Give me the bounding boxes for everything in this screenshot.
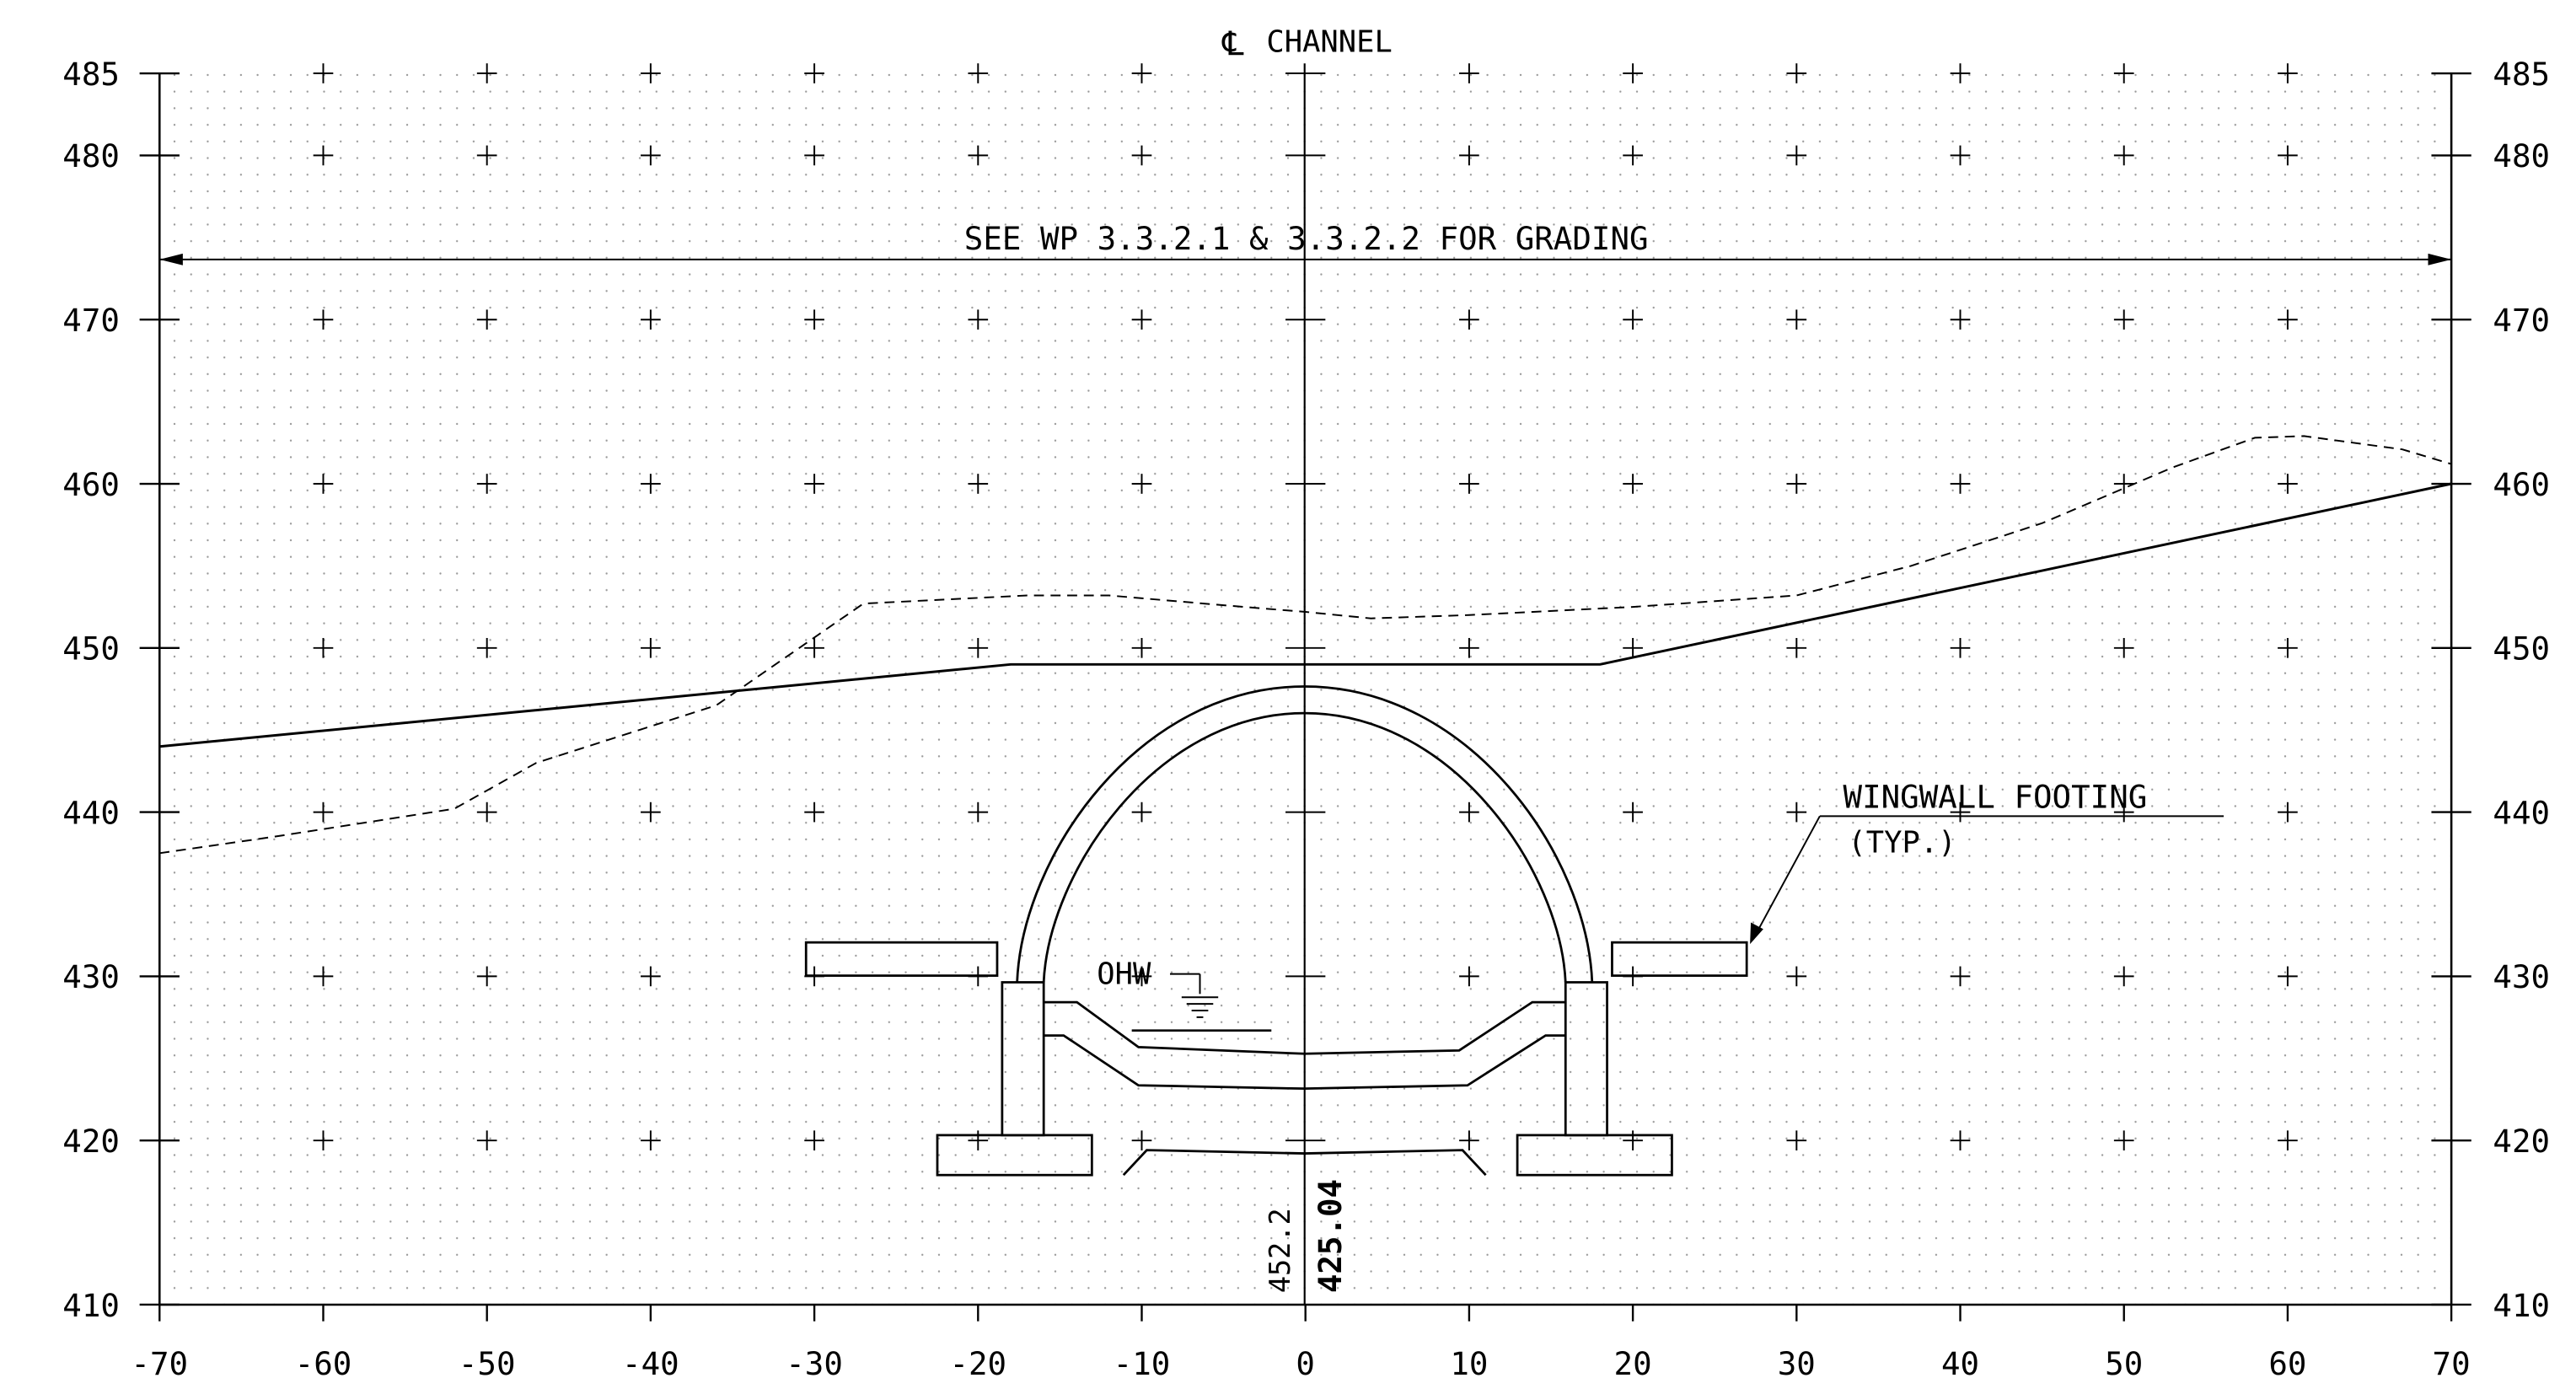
channel-invert-top	[1044, 1000, 1566, 1055]
arch-inner	[1042, 711, 1567, 983]
x-tick-label: 60	[2268, 1345, 2306, 1378]
x-tick-label: 20	[1614, 1345, 1652, 1378]
y-tick-label: 420	[2493, 1123, 2550, 1160]
channel-invert-bottom	[1044, 1034, 1566, 1091]
existing-elevation-label: 452.2	[1264, 1208, 1296, 1293]
y-tick-label: 470	[62, 302, 120, 339]
arrow-right-icon	[2428, 253, 2452, 265]
x-tick-label: -20	[949, 1345, 1006, 1378]
y-axis-labels-right: 485 480 470 460 450 440 430 420 410	[2493, 56, 2550, 1324]
centerline-label: CHANNEL	[1266, 24, 1392, 59]
x-tick-label: 70	[2433, 1345, 2471, 1378]
x-tick-label: 40	[1941, 1345, 1979, 1378]
base-slab	[1122, 1149, 1487, 1177]
x-tick-label: -70	[131, 1345, 188, 1378]
proposed-grade-line	[159, 482, 2452, 748]
x-tick-label: -40	[622, 1345, 679, 1378]
y-tick-label: 470	[2493, 302, 2550, 339]
x-tick-label: 50	[2105, 1345, 2143, 1378]
x-tick-label: -30	[786, 1345, 843, 1378]
left-footing	[936, 1134, 1093, 1177]
existing-ground-line	[159, 435, 2452, 855]
y-tick-label: 485	[62, 56, 120, 93]
grading-note: SEE WP 3.3.2.1 & 3.3.2.2 FOR GRADING	[964, 220, 1649, 257]
y-tick-label: 460	[2493, 466, 2550, 503]
arrow-left-icon	[159, 253, 183, 265]
y-tick-label: 410	[62, 1287, 120, 1324]
centerline-symbol: ℄	[1221, 24, 1243, 63]
grid-crosses	[313, 63, 2298, 1306]
y-tick-label: 440	[2493, 794, 2550, 831]
y-tick-label: 410	[2493, 1287, 2550, 1324]
x-tick-label: 10	[1450, 1345, 1488, 1378]
y-tick-label: 420	[62, 1123, 120, 1160]
water-level-icon	[1170, 973, 1219, 1018]
y-tick-label: 430	[2493, 958, 2550, 995]
x-tick-label: 30	[1778, 1345, 1816, 1378]
x-axis-labels: -70 -60 -50 -40 -30 -20 -10 0 10 20 30 40 50 60 70	[131, 1345, 2470, 1378]
y-tick-label: 450	[62, 630, 120, 668]
y-tick-label: 440	[62, 794, 120, 831]
y-tick-label: 430	[62, 958, 120, 995]
right-footing	[1516, 1134, 1673, 1177]
ohw-label: OHW	[1097, 957, 1151, 991]
right-wingwall-footing	[1611, 941, 1748, 977]
wingwall-leader	[1754, 815, 1821, 936]
x-tick-label: -60	[295, 1345, 352, 1378]
left-wingwall-footing	[804, 941, 999, 977]
y-tick-label: 480	[62, 137, 120, 174]
x-tick-label: -50	[459, 1345, 516, 1378]
x-tick-label: 0	[1296, 1345, 1315, 1378]
y-tick-label: 460	[62, 466, 120, 503]
y-tick-label: 480	[2493, 137, 2550, 174]
y-tick-label: 485	[2493, 56, 2550, 93]
flowline-elevation-label: 425.04	[1312, 1179, 1349, 1293]
y-axis-labels-left: 485 480 470 460 450 440 430 420 410	[62, 56, 120, 1324]
wingwall-label: WINGWALL FOOTING	[1843, 778, 2148, 815]
wingwall-typ-label: (TYP.)	[1848, 826, 1956, 861]
culvert-structure	[804, 685, 1748, 1177]
arch-outer	[1016, 685, 1594, 983]
x-tick-label: -10	[1114, 1345, 1171, 1378]
leader-arrow-icon	[1750, 922, 1763, 945]
y-tick-label: 450	[2493, 630, 2550, 668]
